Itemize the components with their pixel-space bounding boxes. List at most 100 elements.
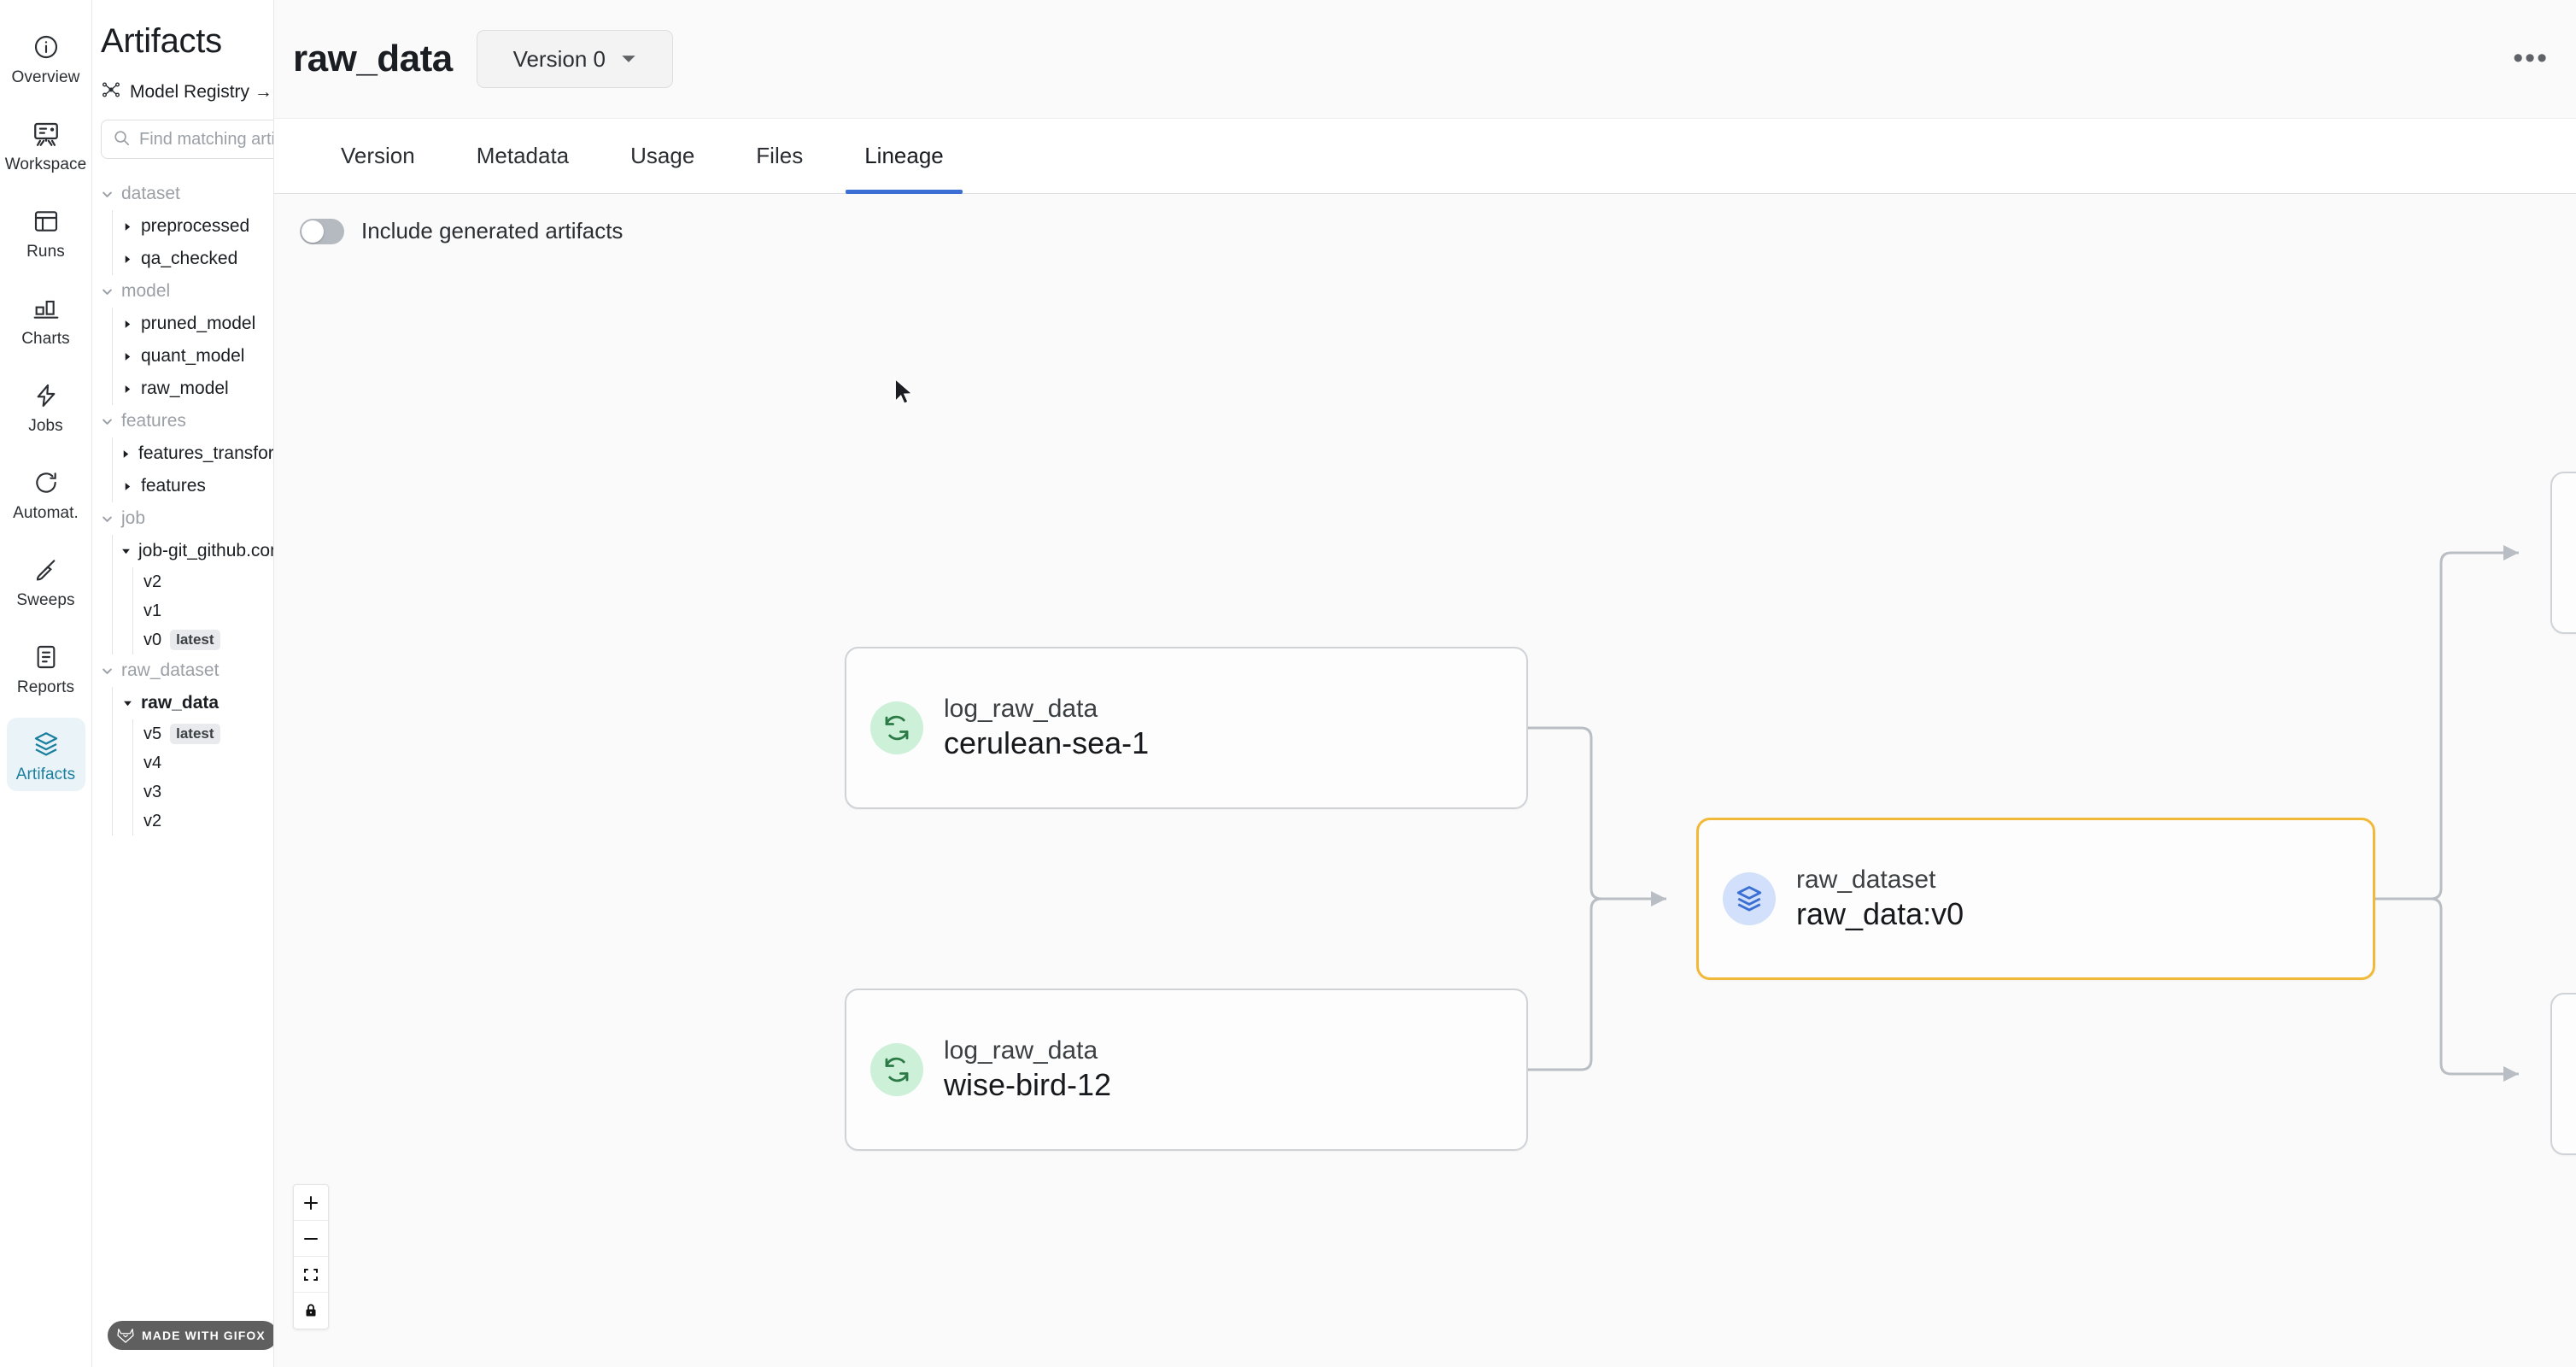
layers-icon <box>1723 872 1776 925</box>
tree-item-features-transformed[interactable]: features_transformed <box>113 437 273 470</box>
lineage-canvas[interactable]: Include generated artifacts <box>274 194 2576 1367</box>
version-label: v3 <box>143 782 162 801</box>
version-item[interactable]: v5 latest <box>133 719 273 748</box>
ellipsis-icon[interactable]: ••• <box>2513 42 2549 75</box>
sidebar-item-automations[interactable]: Automat. <box>7 456 85 530</box>
version-item[interactable]: v1 <box>133 596 273 625</box>
gifox-label: MADE WITH GIFOX <box>142 1329 266 1342</box>
fit-screen-icon[interactable] <box>294 1257 328 1293</box>
lineage-node-run-cerulean-sea-1[interactable]: log_raw_data cerulean-sea-1 <box>845 647 1528 809</box>
toggle-knob <box>302 220 324 243</box>
chevron-right-icon <box>121 449 131 459</box>
sidebar-item-overview[interactable]: Overview <box>7 21 85 94</box>
tab-version[interactable]: Version <box>341 142 415 168</box>
tab-usage[interactable]: Usage <box>630 142 695 168</box>
chevron-right-icon <box>121 255 133 264</box>
zoom-controls <box>293 1184 329 1329</box>
tree-group-header-raw-dataset[interactable]: raw_dataset <box>101 654 273 687</box>
version-item[interactable]: v4 <box>133 748 273 777</box>
tree-children: preprocessed qa_checked <box>112 210 273 275</box>
version-select[interactable]: Version 0 <box>476 30 673 88</box>
version-label: v2 <box>143 811 162 830</box>
version-item[interactable]: v0 latest <box>133 625 273 654</box>
artifact-title: raw_data <box>293 38 453 79</box>
left-nav-rail: Overview Workspace Runs <box>0 0 92 1367</box>
node-title: raw_data:v0 <box>1796 896 1964 931</box>
zoom-in-button[interactable] <box>294 1185 328 1221</box>
tree-group-header-job[interactable]: job <box>101 502 273 535</box>
version-label: v2 <box>143 572 162 591</box>
tree-item-raw-model[interactable]: raw_model <box>113 373 273 405</box>
include-generated-artifacts-toggle[interactable] <box>300 218 344 244</box>
search-icon <box>112 128 131 151</box>
status-badge: latest <box>170 724 220 744</box>
tree-children: job-git_github.com_wa… v2 v1 v0 latest <box>112 535 273 654</box>
layers-icon <box>32 726 61 762</box>
lineage-node-dataset-raw-data-v0[interactable]: raw_dataset raw_data:v0 <box>1696 818 2375 980</box>
sidebar-item-reports[interactable]: Reports <box>7 631 85 704</box>
tree-children: raw_data v5 latest v4 v3 <box>112 687 273 836</box>
chevron-right-icon <box>121 320 133 329</box>
sidebar-item-runs[interactable]: Runs <box>7 195 85 268</box>
lineage-node-run-wise-bird-12[interactable]: log_raw_data wise-bird-12 <box>845 989 1528 1151</box>
chevron-down-icon <box>101 286 113 297</box>
tree-children: features_transformed features <box>112 437 273 502</box>
sidebar-label-automations: Automat. <box>13 504 79 522</box>
sidebar-item-artifacts[interactable]: Artifacts <box>6 718 85 791</box>
chevron-down-icon <box>101 189 113 200</box>
tree-group-header-dataset[interactable]: dataset <box>101 178 273 210</box>
search-input[interactable]: Find matching artifacts <box>101 120 273 159</box>
node-subtitle: raw_dataset <box>1796 865 1936 894</box>
tree-item-preprocessed[interactable]: preprocessed <box>113 210 273 243</box>
version-list: v5 latest v4 v3 v2 <box>132 719 273 836</box>
version-item[interactable]: v2 <box>133 807 273 836</box>
version-item[interactable]: v3 <box>133 777 273 807</box>
version-label: v0 <box>143 630 162 649</box>
sidebar-item-jobs[interactable]: Jobs <box>7 369 85 443</box>
bar-chart-icon <box>32 290 60 326</box>
tree-item-pruned-model[interactable]: pruned_model <box>113 308 273 340</box>
tree-item-raw-data[interactable]: raw_data <box>113 687 273 719</box>
tree-group-header-features[interactable]: features <box>101 405 273 437</box>
sidebar-label-sweeps: Sweeps <box>16 591 75 609</box>
sidebar-label-runs: Runs <box>26 243 65 261</box>
run-refresh-icon <box>870 1043 923 1096</box>
tree-group-label: dataset <box>121 184 180 203</box>
model-registry-link[interactable]: Model Registry → <box>92 61 273 104</box>
tree-group-header-model[interactable]: model <box>101 275 273 308</box>
tab-metadata[interactable]: Metadata <box>476 142 570 168</box>
tree-group-label: features <box>121 411 186 431</box>
tab-files[interactable]: Files <box>756 142 804 168</box>
node-title: cerulean-sea-1 <box>944 725 1150 760</box>
tree-item-label: quant_model <box>141 346 245 366</box>
lock-icon[interactable] <box>294 1293 328 1329</box>
sidebar-item-workspace[interactable]: Workspace <box>5 108 86 181</box>
zoom-out-button[interactable] <box>294 1221 328 1257</box>
sidebar-item-sweeps[interactable]: Sweeps <box>7 543 85 617</box>
run-refresh-icon <box>870 701 923 754</box>
table-icon <box>32 203 60 239</box>
tree-item-job-git[interactable]: job-git_github.com_wa… <box>113 535 273 567</box>
chevron-down-filled-icon <box>121 547 131 556</box>
bolt-icon <box>32 378 60 414</box>
tree-item-qa-checked[interactable]: qa_checked <box>113 243 273 275</box>
info-circle-icon <box>32 29 60 65</box>
sidebar-label-charts: Charts <box>21 330 70 348</box>
report-doc-icon <box>32 639 60 675</box>
lineage-node-run-absurd[interactable]: data_qua absurd- <box>2550 472 2576 634</box>
tree-item-features[interactable]: features <box>113 470 273 502</box>
chevron-down-filled-icon <box>121 699 133 708</box>
tree-item-label: features <box>141 476 206 496</box>
tree-group-label: raw_dataset <box>121 660 220 680</box>
lineage-node-run-decent[interactable]: data_qua decent- <box>2550 993 2576 1155</box>
version-list: v2 v1 v0 latest <box>132 567 273 654</box>
broom-icon <box>32 552 60 588</box>
tab-lineage[interactable]: Lineage <box>834 118 975 194</box>
header-bar: raw_data Version 0 ••• <box>274 0 2576 119</box>
chevron-down-icon <box>101 416 113 427</box>
gifox-watermark: MADE WITH GIFOX <box>108 1321 273 1350</box>
sidebar-item-charts[interactable]: Charts <box>7 282 85 355</box>
tree-item-quant-model[interactable]: quant_model <box>113 340 273 373</box>
version-item[interactable]: v2 <box>133 567 273 596</box>
